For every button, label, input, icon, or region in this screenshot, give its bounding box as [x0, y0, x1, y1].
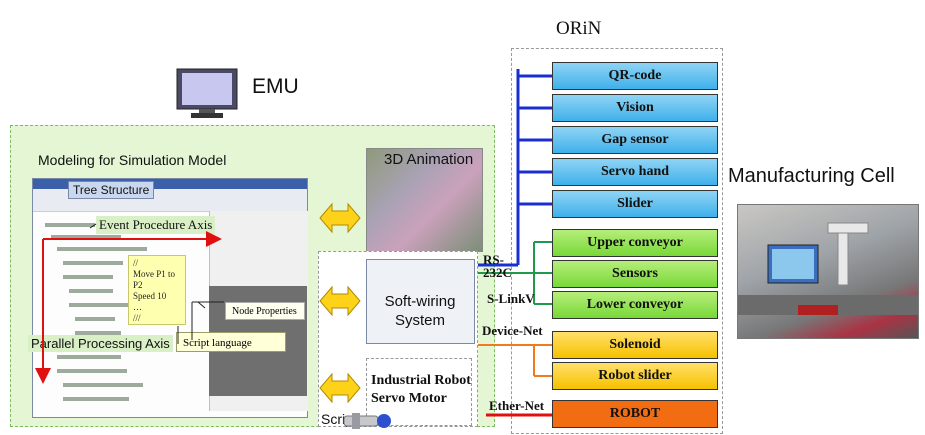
devicenet-label: Device-Net: [482, 323, 543, 338]
monitor-icon: [176, 68, 238, 118]
device-slider: Slider: [552, 190, 718, 218]
device-gap-sensor: Gap sensor: [552, 126, 718, 154]
robot-arm-icon: [343, 413, 391, 429]
slinkv-label: S-LinkV: [487, 291, 535, 306]
device-servo-hand: Servo hand: [552, 158, 718, 186]
device-qr-code: QR-code: [552, 62, 718, 90]
3d-animation-label: 3D Animation: [384, 151, 474, 168]
soft-wiring-label: Soft-wiring System: [384, 293, 456, 329]
parallel-axis-label: Parallel Processing Axis: [28, 335, 173, 352]
orin-title: ORiN: [556, 18, 602, 39]
node-properties-label: Node Properties: [225, 302, 305, 320]
device-upper-conveyor: Upper conveyor: [552, 229, 718, 257]
double-arrow-icon-animation: [319, 202, 361, 234]
emu-title: EMU: [252, 75, 299, 98]
3d-animation-image: [366, 148, 483, 252]
ethernet-label: Ether-Net: [489, 398, 545, 413]
script-note: // Move P1 to P2 Speed 10 … ///: [128, 255, 186, 325]
device-solenoid: Solenoid: [552, 331, 718, 359]
device-robot: ROBOT: [552, 400, 718, 428]
manufacturing-cell-photo: [737, 204, 919, 339]
device-vision: Vision: [552, 94, 718, 122]
window-titlebar: [33, 179, 307, 189]
rs232c-label: RS- 232C: [483, 252, 512, 280]
cell-photo-detail: [738, 222, 918, 315]
tree-structure-label: Tree Structure: [68, 181, 155, 199]
double-arrow-icon-robot: [319, 372, 361, 404]
orin-frame: [511, 48, 723, 434]
script-language-label: Script language: [176, 332, 286, 352]
device-lower-conveyor: Lower conveyor: [552, 291, 718, 319]
double-arrow-icon-softwiring: [319, 285, 361, 317]
robot-motor-label: Industrial Robot Servo Motor: [371, 373, 471, 406]
manufacturing-cell-title: Manufacturing Cell: [728, 165, 895, 187]
modeling-title: Modeling for Simulation Model: [38, 152, 227, 168]
soft-wiring-image: [366, 259, 475, 344]
device-robot-slider: Robot slider: [552, 362, 718, 390]
event-axis-label: Event Procedure Axis: [96, 216, 216, 234]
device-sensors: Sensors: [552, 260, 718, 288]
